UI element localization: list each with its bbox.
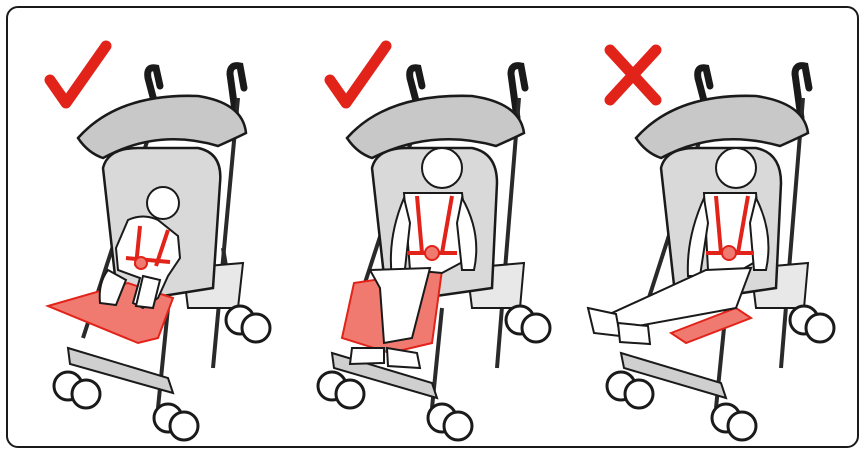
check-icon (330, 46, 386, 103)
panel-child-unsupported (576, 8, 860, 448)
check-icon (50, 46, 106, 103)
panel-child-supported (292, 8, 576, 448)
panel-infant-lying (8, 8, 292, 448)
illustration-frame (6, 6, 859, 448)
cross-icon (610, 50, 656, 100)
